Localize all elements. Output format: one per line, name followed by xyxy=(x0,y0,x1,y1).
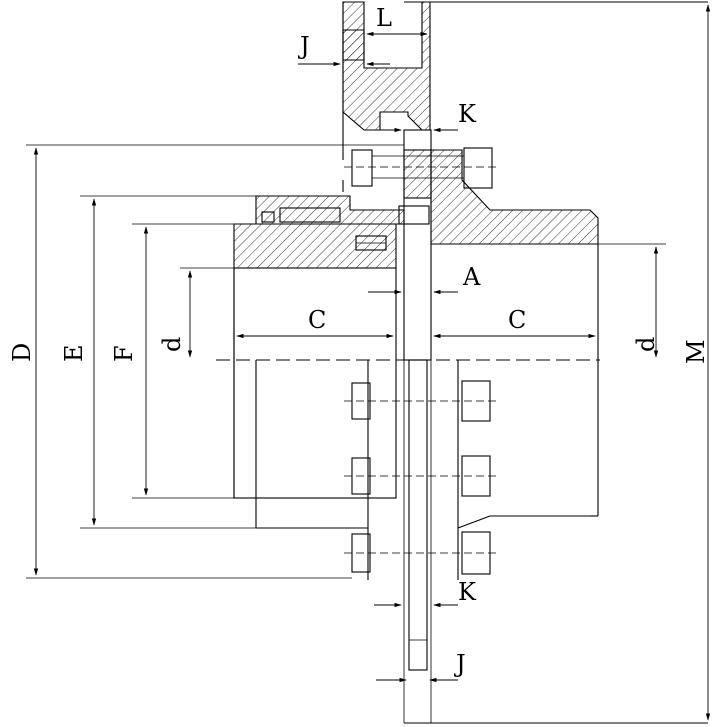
dimension-F: F xyxy=(110,223,234,499)
dimension-C-right: C xyxy=(433,306,596,339)
label-J-top: J xyxy=(297,32,310,60)
label-K-top: K xyxy=(458,100,477,128)
right-hub xyxy=(430,149,599,580)
dimension-C-left: C xyxy=(233,268,394,360)
dimension-M: M xyxy=(682,4,711,721)
dimension-J-top: J xyxy=(297,32,390,67)
label-L: L xyxy=(376,4,392,32)
dimension-A: A xyxy=(368,263,481,360)
label-K-bottom: K xyxy=(458,578,477,606)
dimension-D: D xyxy=(8,144,404,579)
label-C-left: C xyxy=(308,306,326,334)
dimension-J-bottom: J xyxy=(376,650,466,683)
label-D: D xyxy=(8,343,36,362)
bolt-middle-1 xyxy=(344,380,500,422)
top-housing-flange xyxy=(342,1,431,131)
left-hub xyxy=(233,195,405,580)
bolt-bottom xyxy=(344,531,500,575)
bolt-top xyxy=(344,147,500,189)
dimension-K-top: K xyxy=(376,100,477,133)
label-C-right: C xyxy=(508,306,526,334)
label-A: A xyxy=(462,263,481,291)
dimension-d-right: d xyxy=(598,243,666,358)
dimension-d-left: d xyxy=(158,267,234,358)
dimension-E: E xyxy=(60,195,256,529)
bolts xyxy=(344,147,500,575)
label-M: M xyxy=(682,339,710,364)
label-J-bottom: J xyxy=(453,650,466,678)
dimension-K-bottom: K xyxy=(374,578,477,608)
bolt-middle-2 xyxy=(344,455,500,497)
dimension-L: L xyxy=(366,4,428,37)
label-E: E xyxy=(60,344,88,362)
label-d-left: d xyxy=(158,337,186,352)
label-d-right: d xyxy=(632,337,660,352)
label-F: F xyxy=(110,345,138,362)
